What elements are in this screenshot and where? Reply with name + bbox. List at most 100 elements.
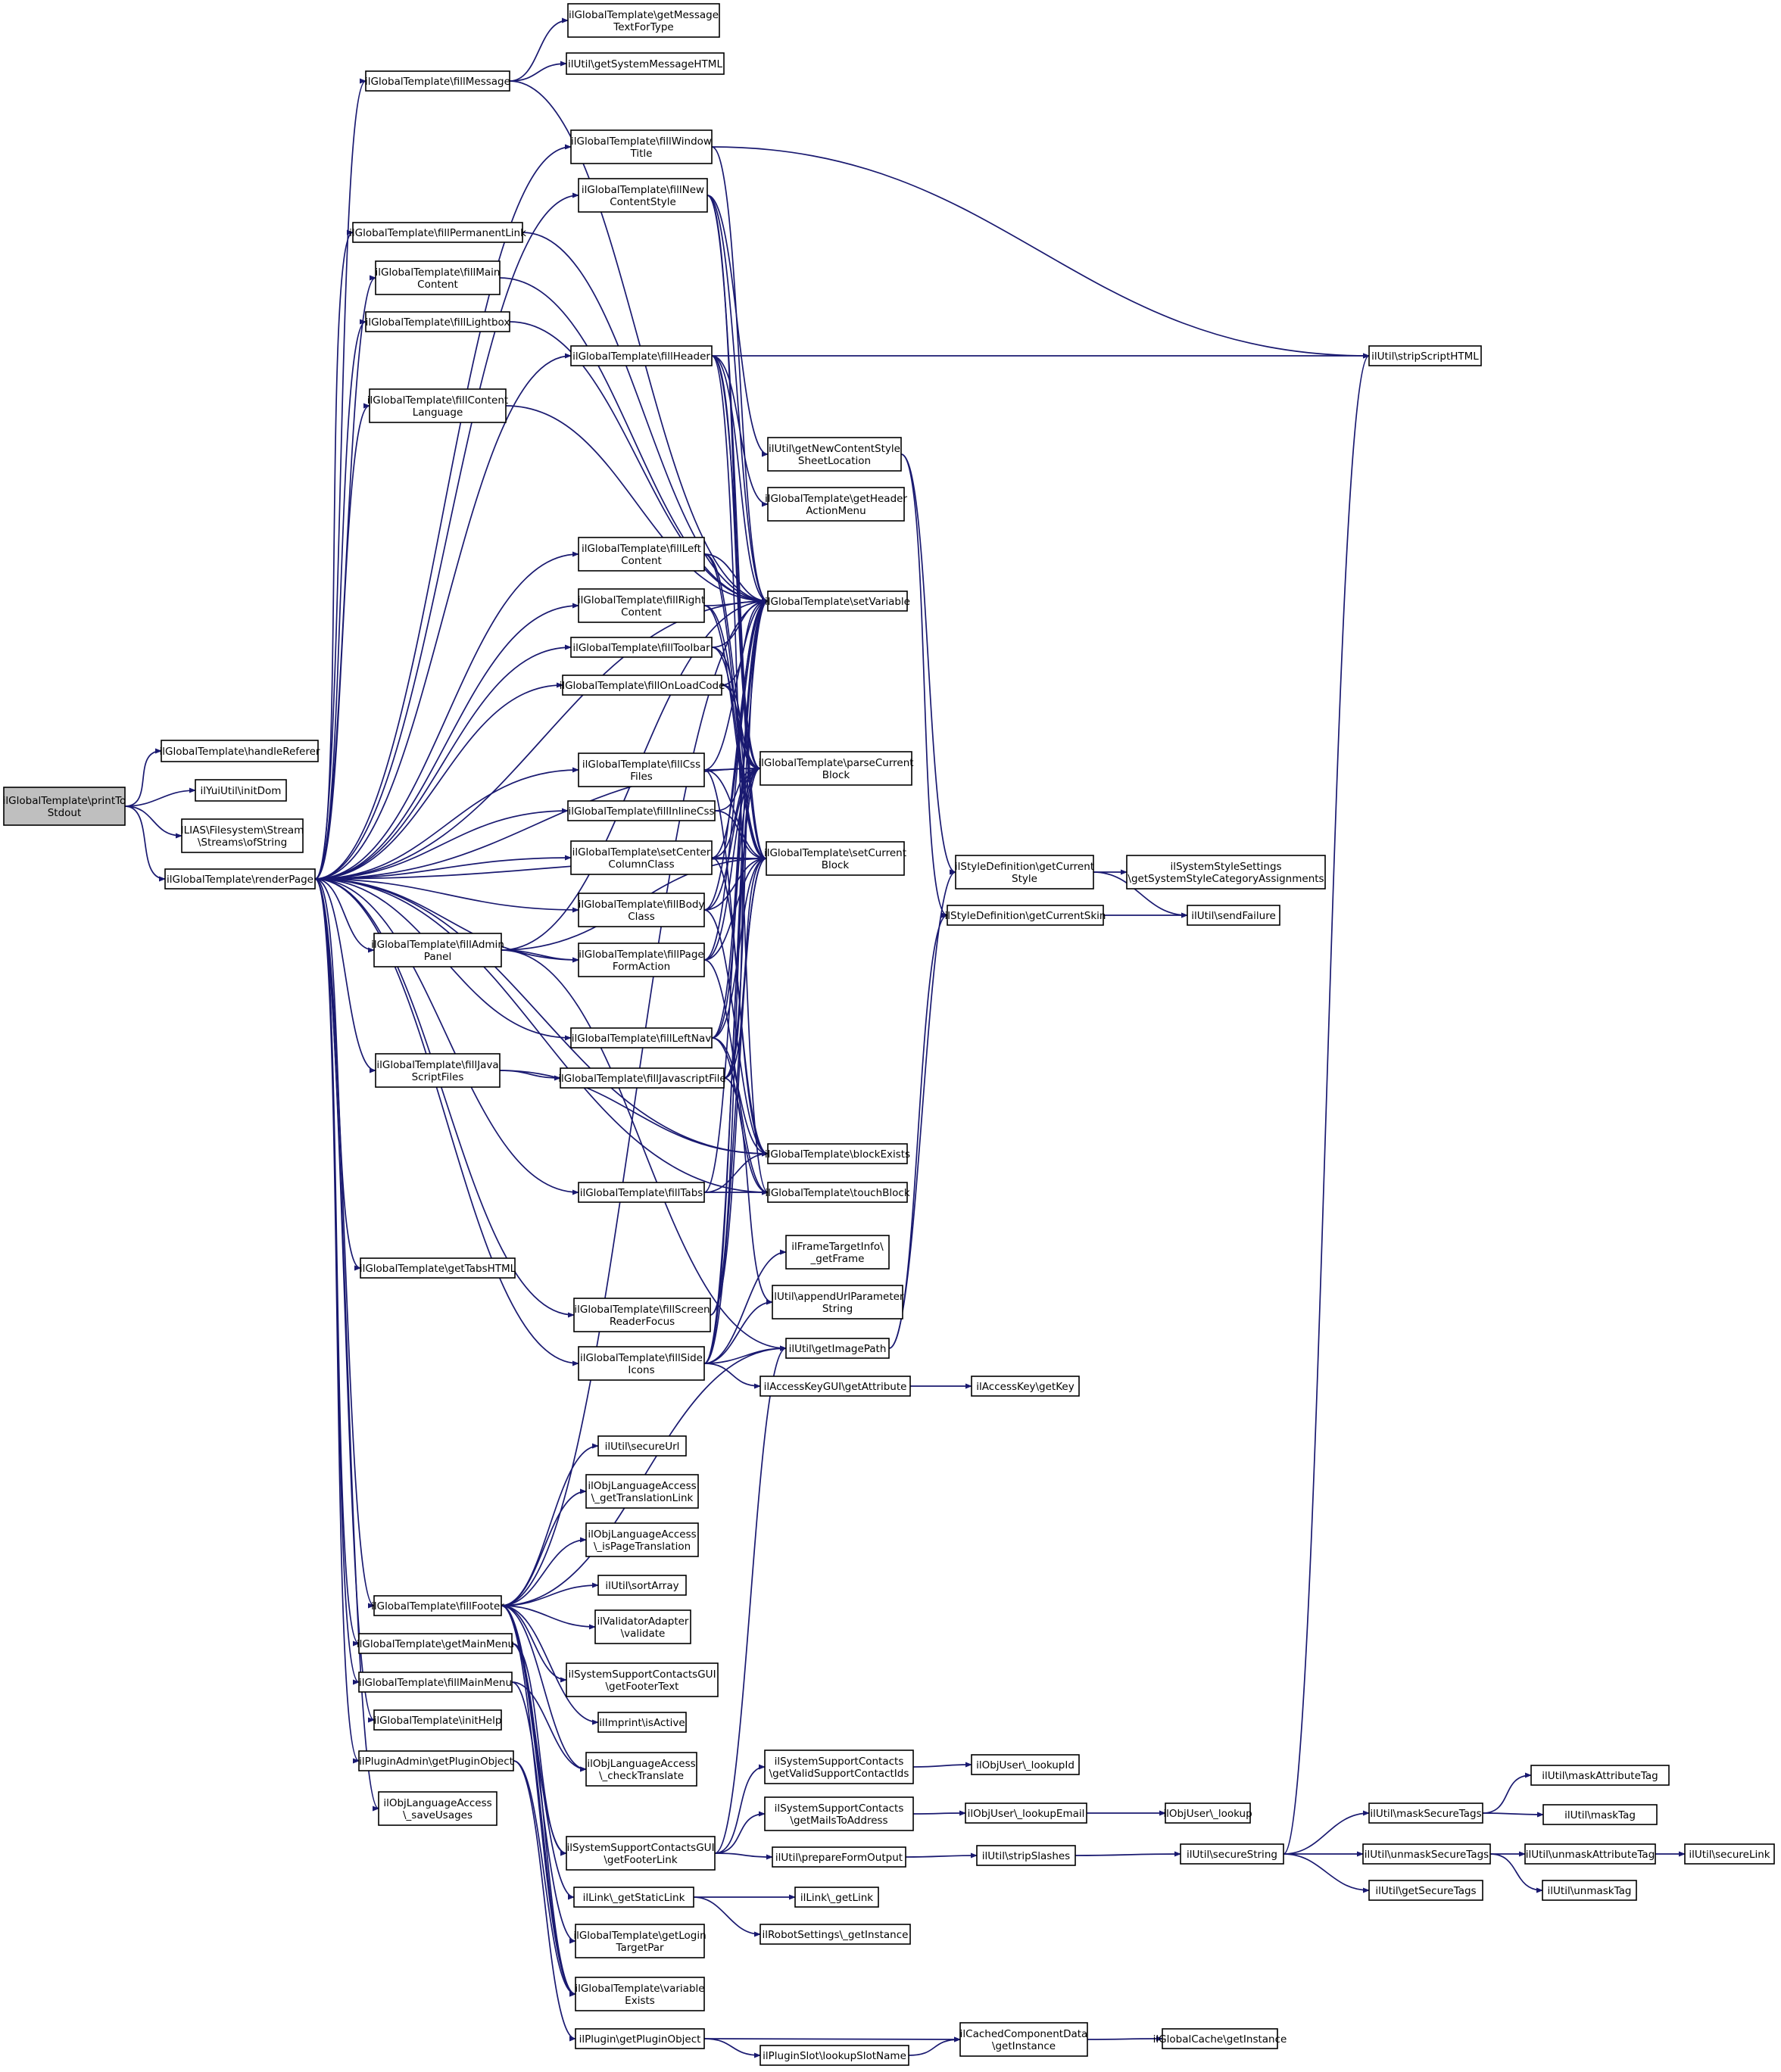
function-node[interactable]: ilUtil\stripScriptHTML	[1368, 345, 1482, 366]
function-node[interactable]: ilObjUser\_lookupId	[971, 1754, 1080, 1775]
function-node[interactable]: ilUtil\maskAttributeTag	[1530, 1765, 1670, 1786]
function-node[interactable]: ilSystemStyleSettings\getSystemStyleCate…	[1126, 855, 1326, 890]
function-node[interactable]: ilPluginSlot\lookupSlotName	[759, 2045, 909, 2066]
node-box	[766, 841, 905, 876]
function-node[interactable]: ILIAS\Filesystem\Stream\Streams\ofString	[181, 818, 304, 853]
function-node[interactable]: ilGlobalTemplate\fillPermanentLink	[349, 222, 526, 243]
function-node[interactable]: ilUtil\sortArray	[597, 1575, 687, 1596]
function-node[interactable]: ilUtil\getSecureTags	[1368, 1880, 1483, 1901]
function-node[interactable]: ilGlobalTemplate\fillOnLoadCode	[560, 675, 725, 696]
node-label: ilGlobalTemplate\fillHeader	[572, 351, 710, 363]
function-node[interactable]: ilGlobalTemplate\fillFooter	[371, 1595, 504, 1616]
function-node[interactable]: ilObjLanguageAccess\_checkTranslate	[585, 1752, 697, 1787]
function-node[interactable]: ilPluginAdmin\getPluginObject	[358, 1750, 514, 1771]
node-label: ilSystemSupportContactsGUI	[568, 1669, 716, 1681]
function-node[interactable]: ilGlobalTemplate\fillLeftNav	[570, 1027, 713, 1048]
node-label: ilGlobalTemplate\parseCurrent	[758, 757, 913, 769]
function-node[interactable]: ilGlobalTemplate\fillInlineCss	[567, 800, 716, 821]
function-node[interactable]: ilGlobalCache\getInstance	[1153, 2028, 1287, 2049]
call-edge	[703, 765, 761, 771]
function-node[interactable]: ilObjLanguageAccess\_saveUsages	[378, 1791, 497, 1826]
function-node[interactable]: ilRobotSettings\_getInstance	[759, 1924, 911, 1945]
function-node[interactable]: ilGlobalTemplate\blockExists	[765, 1143, 910, 1164]
function-node[interactable]: ilLink\_getStaticLink	[573, 1887, 694, 1908]
function-node[interactable]: ilGlobalTemplate\fillLightbox	[365, 311, 510, 332]
function-node[interactable]: ilValidatorAdapter\validate	[594, 1609, 691, 1644]
function-node[interactable]: ilUtil\stripSlashes	[976, 1845, 1076, 1866]
function-node[interactable]: ilUtil\prepareFormOutput	[772, 1846, 906, 1868]
function-node[interactable]: ilGlobalTemplate\setVariable	[765, 590, 910, 612]
function-node[interactable]: ilGlobalTemplate\touchBlock	[765, 1182, 910, 1203]
function-node[interactable]: ilGlobalTemplate\initHelp	[373, 1709, 502, 1731]
function-node[interactable]: ilAccessKey\getKey	[971, 1376, 1080, 1397]
function-node[interactable]: ilGlobalTemplate\fillHeader	[570, 345, 713, 366]
function-node[interactable]: ilLink\_getLink	[794, 1887, 879, 1908]
call-edge	[703, 1345, 787, 1364]
function-node[interactable]: ilUtil\maskSecureTags	[1368, 1802, 1483, 1824]
function-node[interactable]: ilObjUser\_lookup	[1163, 1802, 1252, 1824]
function-node[interactable]: ilSystemSupportContacts\getValidSupportC…	[764, 1750, 914, 1784]
function-node[interactable]: ilUtil\sendFailure	[1187, 905, 1280, 926]
function-node[interactable]: ilSystemSupportContactsGUI\getFooterLink	[566, 1836, 716, 1871]
function-node[interactable]: ilGlobalTemplate\getTabsHTML	[360, 1257, 516, 1279]
function-node[interactable]: ilGlobalTemplate\handleReferer	[160, 740, 320, 762]
function-node[interactable]: ilUtil\secureLink	[1684, 1843, 1775, 1865]
function-node[interactable]: ilGlobalTemplate\fillMessage	[365, 70, 510, 92]
function-node[interactable]: ilSystemSupportContacts\getMailsToAddres…	[764, 1796, 914, 1831]
function-node[interactable]: ilObjLanguageAccess\_getTranslationLink	[585, 1474, 699, 1509]
function-node[interactable]: ilUtil\maskTag	[1542, 1804, 1658, 1825]
function-node[interactable]: ilStyleDefinition\getCurrentSkin	[945, 905, 1106, 926]
function-node[interactable]: ilGlobalTemplate\renderPage	[164, 868, 316, 890]
function-node[interactable]: ilGlobalTemplate\fillTabs	[578, 1182, 705, 1203]
function-node[interactable]: ilSystemSupportContactsGUI\getFooterText	[566, 1662, 719, 1697]
function-node[interactable]: ilUtil\unmaskSecureTags	[1362, 1843, 1491, 1865]
function-node[interactable]: ilGlobalTemplate\fillJavascriptFile	[558, 1067, 726, 1089]
node-label: ilUtil\unmaskAttributeTag	[1526, 1849, 1655, 1861]
function-node[interactable]: ilObjUser\_lookupEmail	[965, 1802, 1087, 1824]
function-node[interactable]: ilGlobalTemplate\fillToolbar	[570, 637, 713, 658]
function-node[interactable]: ilGlobalTemplate\getMainMenu	[357, 1633, 514, 1654]
function-node[interactable]: ilUtil\getSystemMessageHTML	[566, 52, 725, 75]
function-node[interactable]: ilYuiUtil\initDom	[195, 779, 287, 802]
function-node[interactable]: ilPlugin\getPluginObject	[575, 2028, 705, 2049]
call-edge	[501, 1537, 587, 1606]
function-node[interactable]: ilGlobalTemplate\fillMainMenu	[358, 1672, 513, 1693]
function-node[interactable]: ilImprint\isActive	[597, 1712, 687, 1733]
function-node[interactable]: ilAccessKeyGUI\getAttribute	[759, 1376, 911, 1397]
function-node[interactable]: ilCachedComponentData\getInstance	[959, 2022, 1088, 2057]
function-node[interactable]: ilUtil\unmaskAttributeTag	[1524, 1843, 1656, 1865]
function-node[interactable]: ilUtil\unmaskTag	[1542, 1880, 1637, 1901]
call-edge	[1075, 1851, 1181, 1857]
function-node[interactable]: ilUtil\secureUrl	[597, 1435, 687, 1457]
node-box	[3, 787, 126, 826]
function-node[interactable]: ilObjLanguageAccess\_isPageTranslation	[585, 1522, 699, 1557]
function-node[interactable]: ilUtil\getImagePath	[785, 1338, 890, 1359]
function-node[interactable]: ilUtil\secureString	[1180, 1843, 1284, 1865]
function-node[interactable]: ilFrameTargetInfo\_getFrame	[785, 1235, 890, 1270]
node-label: ilGlobalTemplate\setVariable	[765, 596, 910, 608]
